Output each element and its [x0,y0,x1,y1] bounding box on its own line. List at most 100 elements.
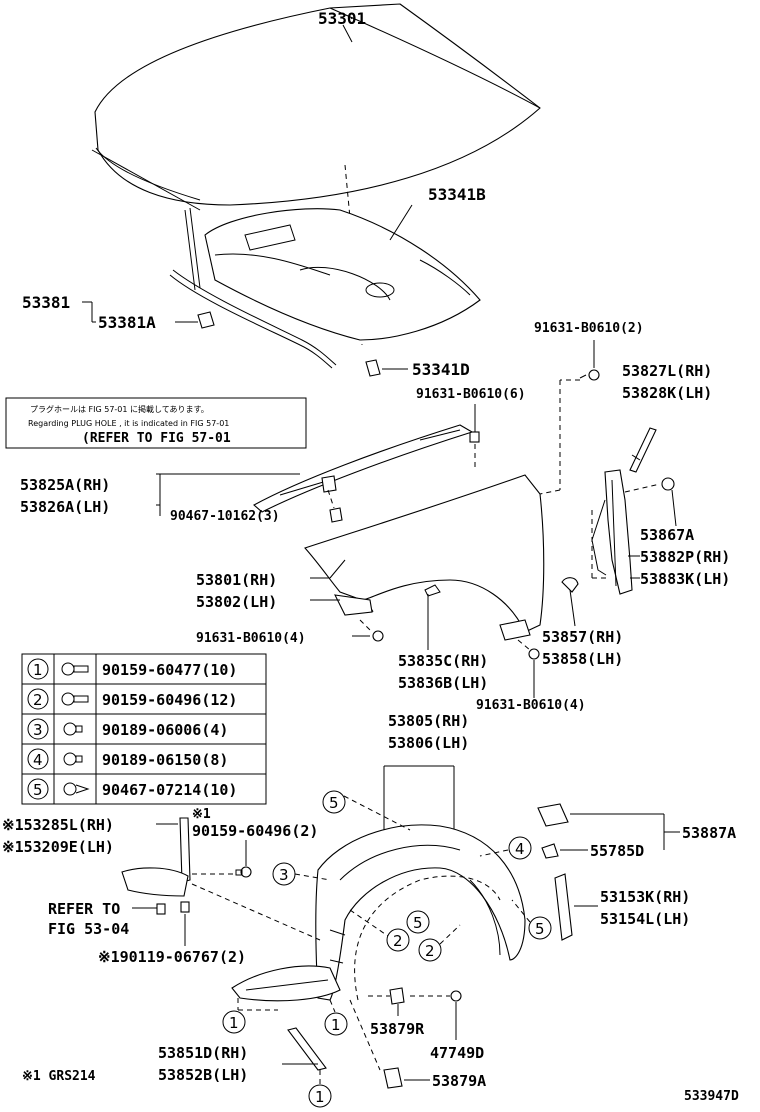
trim-53851D [287,1027,327,1071]
fastener-num: 2 [33,691,43,709]
label-53852B: 53852B(LH) [158,1066,248,1084]
fender-liner [315,824,526,1001]
hood-panel [91,3,541,211]
table-row: 5 90467-07214(10) [27,778,237,800]
fastener-num: 5 [33,781,43,799]
label-90159-60496-2: 90159-60496(2) [192,822,318,840]
label-53801: 53801(RH) [196,571,277,589]
label-53879A: 53879A [432,1072,486,1090]
label-53867A: 53867A [640,526,694,544]
callout-5: 5 [322,790,346,814]
label-53836B: 53836B(LH) [398,674,488,692]
fastener-table: 1 90159-60477(10) 2 90159-60496(12) 3 90… [21,653,267,805]
clip-53879A [383,1067,403,1089]
label-note-1: ※1 [192,807,211,822]
splash-shield-53153K [554,873,573,941]
clip-53381A [197,311,215,329]
label-53209E: ※153209E(LH) [2,838,114,856]
label-91631-4a: 91631-B0610(4) [196,631,306,646]
note-en-text: Regarding PLUG HOLE , it is indicated in… [28,419,229,428]
label-53381: 53381 [22,293,70,312]
label-53154L: 53154L(LH) [600,910,690,928]
label-53825A: 53825A(RH) [20,476,110,494]
svg-text:1: 1 [331,1016,341,1034]
callout-5: 5 [406,910,430,934]
label-fig-53-04: FIG 53-04 [48,920,129,938]
fastener-part: 90467-07214(10) [102,781,237,799]
hood-insulator [204,208,481,341]
hood-seal [169,207,337,369]
label-53887A: 53887A [682,824,736,842]
label-53828K: 53828K(LH) [622,384,712,402]
fastener-part: 90189-06006(4) [102,721,228,739]
fender-seal-53825A [253,424,474,513]
bolt-flange-icon [61,692,89,706]
note-jp-text: プラグホールは FIG 57-01 に掲載してあります。 [30,404,209,414]
callout-1: 1 [222,1010,246,1034]
label-53301: 53301 [318,9,366,28]
label-53835C: 53835C(RH) [398,652,488,670]
fastener-num: 3 [33,721,43,739]
bolt-47749D [450,990,462,1002]
callout-5: 5 [528,916,552,940]
callout-4: 4 [508,836,532,860]
nut-icon [63,722,83,736]
label-53806: 53806(LH) [388,734,469,752]
clip-55785D [541,843,559,859]
seal-53827L [629,427,657,473]
label-55785D: 55785D [590,842,644,860]
diagram-id: 533947D [684,1089,739,1104]
callout-1: 1 [324,1012,348,1036]
label-53802: 53802(LH) [196,593,277,611]
bolt-refer [156,901,190,915]
footnote-grs214: ※1 GRS214 [22,1069,96,1084]
svg-text:1: 1 [315,1088,325,1106]
under-cover [231,965,341,1002]
callout-1: 1 [308,1084,332,1108]
label-91631-6: 91631-B0610(6) [416,387,526,402]
svg-text:3: 3 [279,866,289,884]
callout-3: 3 [272,862,296,886]
label-90119: ※190119-06767(2) [98,948,246,966]
svg-text:5: 5 [535,920,545,938]
label-53341D: 53341D [412,360,470,379]
clip-53879R [389,987,405,1005]
svg-text:4: 4 [515,840,525,858]
front-fender [304,474,545,641]
fastener-num: 1 [33,661,43,679]
clip-53857 [561,577,579,593]
table-row: 2 90159-60496(12) [27,688,237,710]
label-refer-to: REFER TO [48,900,120,918]
note-refer-text: (REFER TO FIG 57-01 [82,431,231,446]
label-53285L: ※153285L(RH) [2,816,114,834]
svg-text:2: 2 [425,942,435,960]
fastener-part: 90159-60496(12) [102,691,237,709]
svg-text:1: 1 [229,1014,239,1032]
fastener-num: 4 [33,751,43,769]
label-53851D: 53851D(RH) [158,1044,248,1062]
bolt-91631-4b [528,648,540,660]
label-90467-10162: 90467-10162(3) [170,509,280,524]
label-53882P: 53882P(RH) [640,548,730,566]
label-53381A: 53381A [98,313,156,332]
label-53858: 53858(LH) [542,650,623,668]
clip-90467-10162 [329,507,343,523]
label-91631-2: 91631-B0610(2) [534,321,644,336]
cover-53887A [537,803,569,827]
table-row: 3 90189-06006(4) [27,718,228,740]
label-47749D: 47749D [430,1044,484,1062]
bolt-91631-2 [579,369,600,381]
fastener-part: 90159-60477(10) [102,661,237,679]
label-53879R: 53879R [370,1020,425,1038]
bracket-53882P [591,469,633,595]
label-91631-4b: 91631-B0610(4) [476,698,586,713]
table-row: 4 90189-06150(8) [27,748,228,770]
label-53153K: 53153K(RH) [600,888,690,906]
bracket-53285L [121,817,191,897]
clip-icon [63,782,90,796]
bolt-90159-60496 [235,866,252,878]
callout-2: 2 [418,938,442,962]
bolt-flange-icon [61,662,89,676]
label-53805: 53805(RH) [388,712,469,730]
